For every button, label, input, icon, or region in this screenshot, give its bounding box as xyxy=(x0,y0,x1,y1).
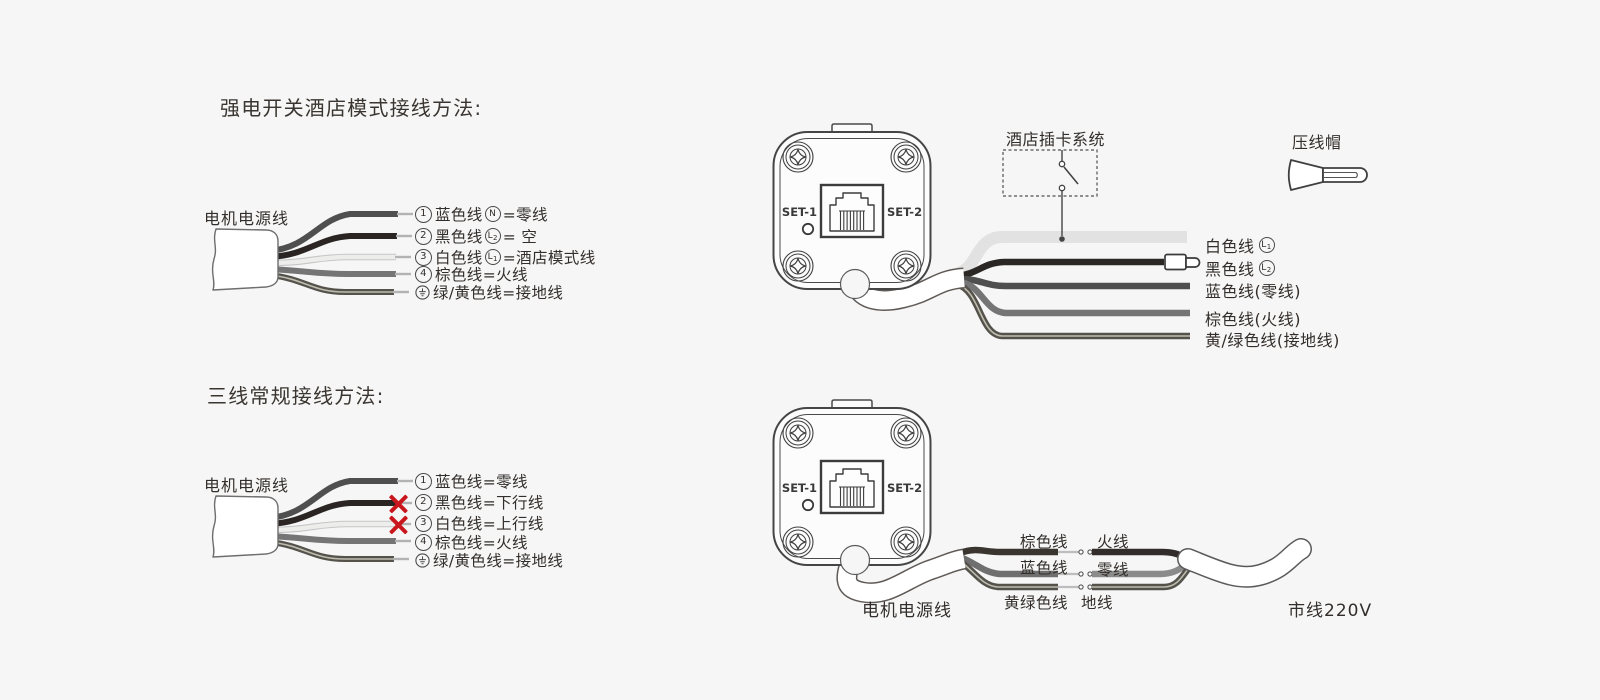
wire-row-normal-black: 2 黑色线 =下行线 xyxy=(415,492,544,512)
label-blue-wire: 蓝色线(零线) xyxy=(1205,282,1301,301)
normal-cable-bundle xyxy=(200,462,445,574)
terminal-letter: L xyxy=(487,230,493,241)
wire-number-badge: 4 xyxy=(415,265,432,283)
wire-function: =火线 xyxy=(482,534,528,552)
wire-number-badge: 2 xyxy=(415,493,432,511)
wire-function: =下行线 xyxy=(482,494,544,512)
label-brown-wire: 棕色线(火线) xyxy=(1205,310,1301,329)
wire-name: 黑色线 xyxy=(1205,260,1255,279)
label-neutral-wire: 零线 xyxy=(1097,561,1130,579)
terminal-sub: 2 xyxy=(492,234,498,242)
motor-cable-label: 电机电源线 xyxy=(204,476,290,495)
wire-junctions xyxy=(1058,549,1093,590)
wire-cap-icon xyxy=(1287,159,1368,191)
wire-name: 白色线 xyxy=(435,515,483,533)
not-connected-x-icon xyxy=(389,494,408,513)
label-green-yellow-wire: 黄/绿色线(接地线) xyxy=(1205,331,1340,350)
wire-function: =零线 xyxy=(482,473,528,491)
brown-wire xyxy=(958,278,1190,317)
wire-function: = 空 xyxy=(502,228,538,246)
label-brown-wire: 棕色线 xyxy=(1020,533,1069,551)
terminal-n-badge: N xyxy=(484,206,501,222)
label-green-yellow-wire: 黄绿色线 xyxy=(1004,594,1069,612)
switch-symbol xyxy=(1058,150,1079,242)
wire-number-badge: 3 xyxy=(415,248,432,266)
terminal-letter: N xyxy=(489,208,497,219)
motor-cable-tube xyxy=(836,548,966,604)
wire-function: =接地线 xyxy=(502,552,564,570)
normal-mode-title: 三线常规接线方法: xyxy=(207,384,385,408)
wire-function: =火线 xyxy=(482,266,528,284)
wire-name: 白色线 xyxy=(435,249,483,267)
hotel-cable-bundle xyxy=(200,195,445,307)
wire-name: 棕色线 xyxy=(435,266,483,284)
terminal-sub: 1 xyxy=(492,255,498,263)
wire-row-hotel-brown: 4 棕色线 =火线 xyxy=(415,264,528,284)
wire-number-badge: 4 xyxy=(415,533,432,551)
mains-wiring-diagram-svg xyxy=(772,398,1312,604)
hotel-wiring-diagram-svg xyxy=(772,122,1368,340)
wire-function: =上行线 xyxy=(482,515,544,533)
wire-name: 棕色线 xyxy=(435,534,483,552)
wire-function: =零线 xyxy=(502,206,548,224)
wire-name: 蓝色线 xyxy=(435,473,483,491)
label-earth-wire: 地线 xyxy=(1081,594,1114,612)
terminal-letter: L xyxy=(1261,262,1267,273)
wire-name: 黑色线 xyxy=(435,494,483,512)
terminal-letter: L xyxy=(1261,239,1267,250)
wire-name: 绿/黄色线 xyxy=(433,552,503,570)
wire-row-normal-white: 3 白色线 =上行线 xyxy=(415,513,544,533)
black-wire xyxy=(957,258,1164,280)
wire-name: 蓝色线 xyxy=(435,206,483,224)
blue-wire xyxy=(958,275,1190,290)
wire-function: =酒店模式线 xyxy=(502,249,596,267)
wire-row-normal-brown: 4 棕色线 =火线 xyxy=(415,532,528,552)
motor-cable-label: 电机电源线 xyxy=(862,601,952,621)
terminal-sub: 1 xyxy=(1266,243,1272,251)
wire-name: 绿/黄色线 xyxy=(433,284,503,302)
brown-wire xyxy=(958,546,1058,557)
hotel-card-system-label: 酒店插卡系统 xyxy=(1006,130,1106,149)
wire-row-normal-ground: 绿/黄色线 =接地线 xyxy=(415,550,563,570)
label-blue-wire: 蓝色线 xyxy=(1020,559,1069,577)
hotel-mode-title: 强电开关酒店模式接线方法: xyxy=(220,96,483,120)
wire-row-normal-blue: 1 蓝色线 =零线 xyxy=(415,471,528,491)
hotel-card-system-box xyxy=(1002,149,1098,242)
wire-row-hotel-ground: 绿/黄色线 =接地线 xyxy=(415,282,563,302)
wire-name: 白色线 xyxy=(1205,237,1255,256)
motor-cable-label: 电机电源线 xyxy=(204,209,290,228)
terminal-sub: 2 xyxy=(1266,266,1272,274)
wire-number-badge: 1 xyxy=(415,205,432,223)
not-connected-x-icon xyxy=(389,515,408,534)
wire-row-hotel-blue: 1 蓝色线 N =零线 xyxy=(415,204,548,224)
earth-ground-icon xyxy=(415,552,430,568)
wire-number-badge: 3 xyxy=(415,514,432,532)
terminal-letter: L xyxy=(487,251,493,262)
label-live-wire: 火线 xyxy=(1097,533,1130,551)
mains-cable-tube xyxy=(1177,538,1312,588)
white-wire xyxy=(955,231,1187,279)
earth-ground-icon xyxy=(415,284,430,300)
wire-name: 黑色线 xyxy=(435,228,483,246)
crimp-cap-on-black-wire xyxy=(1164,253,1201,271)
wire-cap-label: 压线帽 xyxy=(1292,133,1342,152)
blue-wire xyxy=(958,553,1058,578)
wire-function: =接地线 xyxy=(502,284,564,302)
mains-220v-label: 市线220V xyxy=(1288,601,1373,621)
wire-number-badge: 1 xyxy=(415,472,432,490)
wire-number-badge: 2 xyxy=(415,227,432,245)
